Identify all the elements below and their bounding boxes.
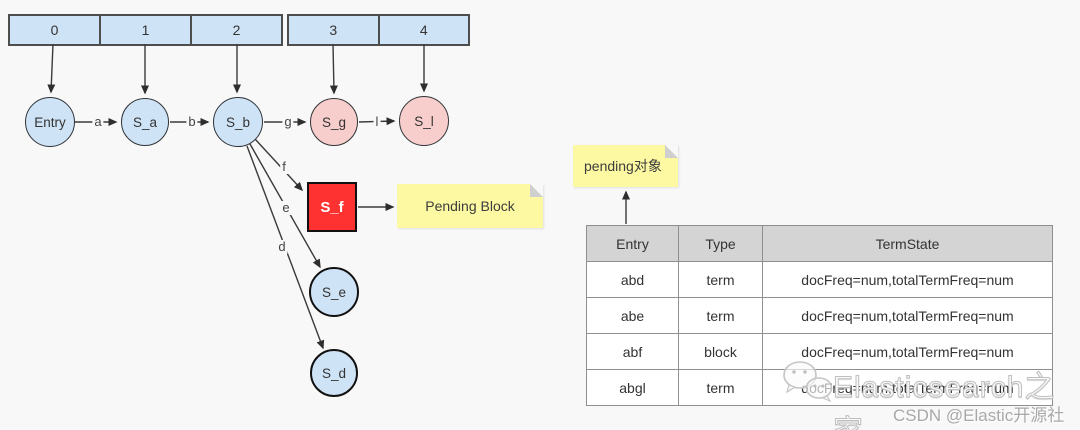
edge-label-f: f	[280, 159, 288, 174]
edge-label-a: a	[92, 114, 104, 129]
pending-object-note: pending对象	[573, 145, 678, 187]
array-cell-1: 1	[99, 16, 190, 44]
table-row: abe term docFreq=num,totalTermFreq=num	[586, 297, 1053, 334]
node-s-f: S_f	[307, 182, 357, 232]
array-block-0-2: 0 1 2	[8, 14, 283, 46]
array-cell-0: 0	[50, 22, 59, 38]
node-entry: Entry	[25, 97, 75, 147]
edge-label-b: b	[186, 114, 198, 129]
cell-termstate: docFreq=num,totalTermFreq=num	[762, 261, 1053, 298]
watermark-credit: CSDN @Elastic开源社区	[893, 406, 1065, 425]
edge-label-g: g	[282, 114, 294, 129]
edge-label-l: l	[373, 114, 381, 129]
cell-termstate: docFreq=num,totalTermFreq=num	[762, 333, 1053, 370]
array-cell-4: 4	[377, 16, 469, 44]
node-s-g: S_g	[310, 98, 358, 146]
pending-block-note-text: Pending Block	[425, 198, 515, 214]
cell-type: term	[678, 369, 763, 406]
cell-termstate: docFreq=num,totalTermFreq=num	[762, 297, 1053, 334]
array-cell-3: 3	[329, 22, 338, 38]
arrow-sb-sf	[254, 138, 304, 192]
header-entry: Entry	[586, 225, 679, 262]
pending-block-note: Pending Block	[397, 184, 543, 228]
wechat-icon	[783, 361, 833, 402]
watermark-brand: Elasticsearch之家	[833, 371, 1056, 430]
cell-type: term	[678, 261, 763, 298]
table-header-row: Entry Type TermState	[586, 225, 1053, 262]
cell-entry: abf	[586, 333, 679, 370]
note-fold-icon	[665, 145, 678, 158]
cell-type: block	[678, 333, 763, 370]
node-s-e: S_e	[309, 267, 359, 317]
arrow-cell0-entry	[47, 43, 56, 94]
cell-entry: abe	[586, 297, 679, 334]
node-s-b: S_b	[213, 97, 263, 147]
node-s-a: S_a	[121, 98, 169, 146]
note-fold-icon	[530, 184, 543, 197]
edge-label-d: d	[276, 239, 288, 254]
table-row: abd term docFreq=num,totalTermFreq=num	[586, 261, 1053, 298]
cell-type: term	[678, 297, 763, 334]
header-type: Type	[678, 225, 763, 262]
node-s-l: S_l	[399, 96, 449, 146]
array-cell-2: 2	[190, 16, 281, 44]
term-state-table: Entry Type TermState abd term docFreq=nu…	[586, 225, 1053, 406]
header-termstate: TermState	[762, 225, 1053, 262]
cell-entry: abd	[586, 261, 679, 298]
pending-object-note-text: pending对象	[584, 158, 662, 174]
cell-entry: abgl	[586, 369, 679, 406]
node-s-d: S_d	[310, 349, 358, 397]
arrow-cell3-sg	[329, 43, 338, 95]
array-block-3-4: 3 4	[287, 14, 470, 46]
table-row: abgl term docFreq=num,totalTermFreq=num	[586, 369, 1053, 406]
edge-label-e: e	[280, 200, 292, 215]
